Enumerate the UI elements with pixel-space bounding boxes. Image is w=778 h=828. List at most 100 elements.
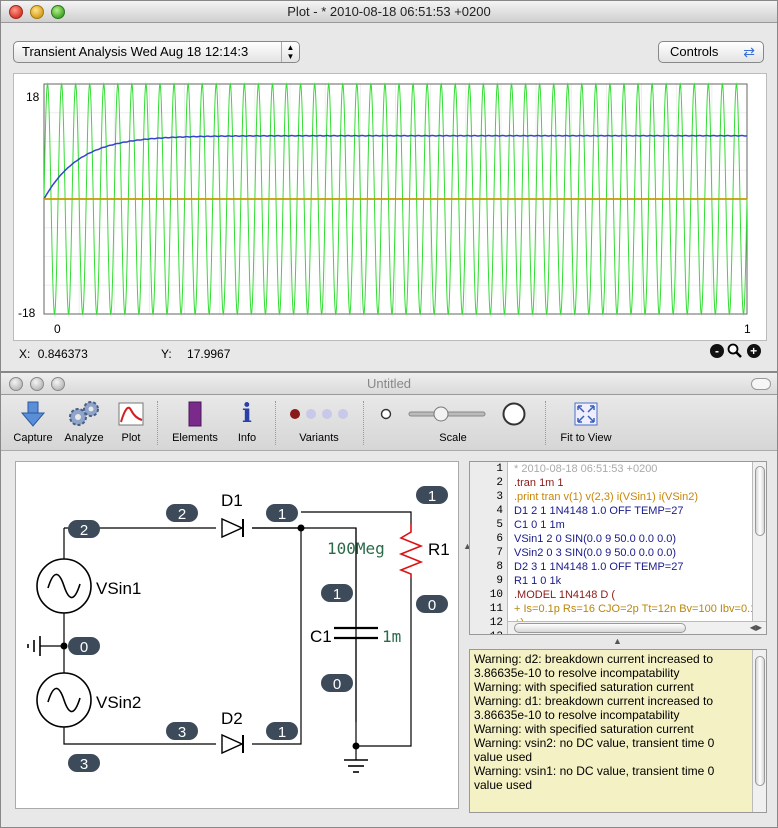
netlist-line: .print tran v(1) v(2,3) i(VSin1) i(VSin2…	[514, 491, 698, 503]
netlist-line: .tran 1m 1	[514, 477, 564, 489]
d2-label: D2	[221, 709, 243, 728]
split-handle-icon[interactable]: ▲	[613, 636, 622, 646]
node-label: 0	[80, 639, 88, 656]
y-max-label: 18	[26, 90, 40, 104]
scroll-thumb[interactable]	[514, 623, 686, 633]
netlist-text[interactable]: * 2010-08-18 06:51:53 +0200.tran 1m 1.pr…	[514, 462, 754, 634]
scale-small-icon	[380, 408, 392, 420]
toolbar-separator	[545, 401, 546, 445]
node-label: 1	[278, 724, 286, 741]
editor-window: Untitled Capture Analyze Plot Elements i…	[0, 372, 778, 828]
editor-window-title: Untitled	[366, 376, 412, 391]
netlist-vertical-scrollbar[interactable]	[752, 462, 766, 622]
message-vertical-scrollbar[interactable]	[752, 650, 766, 812]
wire	[252, 527, 302, 745]
variants-icon	[290, 409, 348, 419]
scroll-thumb[interactable]	[755, 466, 765, 536]
line-number-gutter: 12345678910111213	[470, 462, 508, 634]
zoom-out-button[interactable]: -	[710, 344, 724, 358]
message-item: Warning: d1: breakdown current increased…	[474, 694, 714, 722]
plot-icon	[118, 402, 144, 426]
series-line-1	[43, 134, 748, 200]
junction-dot	[352, 742, 360, 750]
scale-control: Scale	[373, 397, 533, 445]
scale-slider[interactable]	[407, 404, 487, 424]
capture-label: Capture	[13, 432, 53, 444]
analysis-select-value: Transient Analysis Wed Aug 18 12:14:3	[22, 44, 249, 59]
message-item: Warning: with specified saturation curre…	[474, 680, 694, 694]
netlist-line: R1 1 0 1k	[514, 575, 562, 587]
netlist-line: D1 2 1 1N4148 1.0 OFF TEMP=27	[514, 505, 684, 517]
controls-button-label: Controls	[670, 44, 719, 59]
node-label: 0	[428, 597, 436, 614]
fit-to-view-icon	[574, 402, 598, 426]
editor-window-titlebar: Untitled	[1, 373, 777, 395]
zoom-in-button[interactable]: +	[746, 344, 761, 358]
line-number: 13	[470, 630, 507, 634]
analyze-label: Analyze	[64, 432, 104, 444]
message-log[interactable]: Warning: d2: breakdown current increased…	[469, 649, 767, 813]
vsin2-symbol	[36, 672, 92, 728]
capture-button[interactable]: Capture	[9, 397, 57, 445]
elements-label: Elements	[172, 432, 218, 444]
info-label: Info	[237, 432, 257, 444]
toolbar-toggle-button[interactable]	[751, 378, 771, 390]
wire	[356, 578, 412, 747]
x-readout-label: X:	[19, 347, 31, 361]
minimize-window-button[interactable]	[30, 5, 44, 19]
node-label: 1	[278, 506, 286, 523]
y-min-label: -18	[18, 306, 36, 320]
diode-d1-symbol	[221, 517, 244, 539]
schematic-canvas[interactable]: 2 2 1 1 0 1 0 0 3 1 3 D1 D2 R1 C1 VSin1 …	[15, 461, 459, 809]
x-min-label: 0	[54, 322, 61, 336]
line-number: 7	[496, 547, 503, 559]
netlist-line: VSin2 0 3 SIN(0.0 9 50.0 0.0 0.0)	[514, 547, 677, 559]
x-readout: X: 0.846373	[19, 347, 88, 361]
close-window-button[interactable]	[9, 377, 23, 391]
plot-window-title: Plot - * 2010-08-18 06:51:53 +0200	[287, 4, 491, 19]
junction-dot	[60, 642, 68, 650]
toolbar-separator	[275, 401, 276, 445]
toolbar-separator	[157, 401, 158, 445]
analysis-select[interactable]: Transient Analysis Wed Aug 18 12:14:3 ▲▼	[13, 41, 300, 63]
wire	[301, 511, 412, 524]
ground-icon	[344, 759, 368, 773]
line-number: 11	[489, 603, 503, 615]
plot-window-titlebar: Plot - * 2010-08-18 06:51:53 +0200	[1, 1, 777, 23]
zoom-controls: - +	[710, 343, 761, 359]
netlist-editor[interactable]: 12345678910111213 * 2010-08-18 06:51:53 …	[469, 461, 767, 635]
elements-button[interactable]: Elements	[167, 397, 223, 445]
message-item: Warning: d2: breakdown current increased…	[474, 652, 714, 680]
scroll-thumb[interactable]	[755, 656, 765, 786]
wire	[63, 724, 216, 745]
x-readout-value: 0.846373	[37, 347, 88, 361]
message-item: Warning: vsin2: no DC value, transient t…	[474, 736, 715, 764]
plot-area[interactable]: 18 -18 0 1	[13, 73, 767, 341]
controls-button[interactable]: Controls ⇄	[658, 41, 764, 63]
split-handle-icon[interactable]: ▲	[463, 541, 472, 551]
node-label: 2	[80, 522, 88, 539]
zoom-window-button[interactable]	[51, 377, 65, 391]
minimize-window-button[interactable]	[30, 377, 44, 391]
vsin2-label: VSin2	[96, 693, 141, 712]
node-label: 1	[333, 586, 341, 603]
vsin1-label: VSin1	[96, 579, 141, 598]
fit-to-view-button[interactable]: Fit to View	[553, 397, 619, 445]
plot-button[interactable]: Plot	[113, 397, 149, 445]
close-window-button[interactable]	[9, 5, 23, 19]
variants-button[interactable]: Variants	[283, 397, 355, 445]
plot-chart	[43, 82, 748, 316]
netlist-horizontal-scrollbar[interactable]: ◀▶	[508, 621, 766, 634]
line-number: 9	[496, 575, 503, 587]
scale-large-icon	[502, 402, 526, 426]
netlist-line: C1 0 1 1m	[514, 519, 565, 531]
schematic-drawing: 2 2 1 1 0 1 0 0 3 1 3 D1 D2 R1 C1 VSin1 …	[27, 486, 450, 773]
line-number: 4	[496, 505, 503, 517]
info-button[interactable]: i Info	[229, 397, 265, 445]
scroll-arrows-icon[interactable]: ◀▶	[749, 623, 762, 632]
analyze-button[interactable]: Analyze	[61, 397, 107, 445]
toolbar-separator	[363, 401, 364, 445]
r1-value-label: 100Meg	[327, 539, 385, 558]
c1-value-label: 1m	[382, 627, 401, 646]
zoom-window-button[interactable]	[51, 5, 65, 19]
